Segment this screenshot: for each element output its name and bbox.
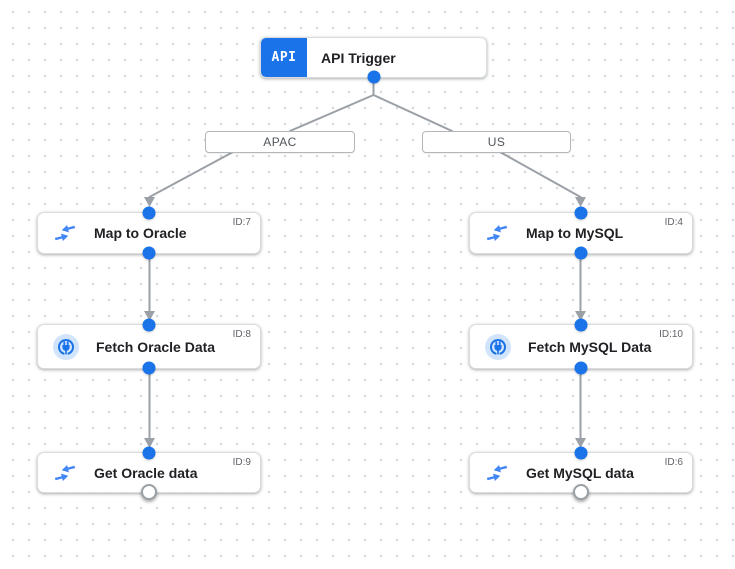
input-port-dot[interactable] <box>574 446 588 460</box>
input-port-dot[interactable] <box>574 318 588 332</box>
node-get-mysql-data[interactable]: ID:6 Get MySQL data <box>469 446 693 500</box>
edge-trigger-fork <box>289 79 453 132</box>
output-port-dot[interactable] <box>142 246 156 260</box>
node-label: Fetch Oracle Data <box>96 338 216 355</box>
node-id-label: ID:9 <box>232 457 251 468</box>
branch-label-text: US <box>487 135 506 149</box>
api-badge-icon: API <box>261 38 307 77</box>
data-mapping-icon <box>53 463 77 483</box>
node-id-label: ID:10 <box>659 329 683 340</box>
node-id-label: ID:7 <box>232 217 251 228</box>
end-port-dot[interactable] <box>141 484 157 500</box>
node-id-label: ID:6 <box>664 457 683 468</box>
connector-plug-icon <box>53 333 79 360</box>
edge-apac-to-map-oracle <box>148 151 234 198</box>
output-port-dot[interactable] <box>574 246 588 260</box>
input-port-dot[interactable] <box>142 206 156 220</box>
node-api-trigger[interactable]: API API Trigger <box>260 37 487 84</box>
input-port-dot[interactable] <box>142 318 156 332</box>
node-id-label: ID:8 <box>232 329 251 340</box>
node-fetch-mysql-data[interactable]: ID:10 Fetch MySQL Data <box>469 318 693 375</box>
end-port-dot[interactable] <box>573 484 589 500</box>
data-mapping-icon <box>485 223 509 243</box>
arrowhead-icons <box>144 197 586 448</box>
node-map-to-oracle[interactable]: ID:7 Map to Oracle <box>37 206 261 260</box>
node-label: Get MySQL data <box>526 464 634 481</box>
output-port-dot[interactable] <box>574 361 588 375</box>
edge-us-to-map-mysql <box>499 151 582 198</box>
data-mapping-icon <box>53 223 77 243</box>
branch-label-apac[interactable]: APAC <box>205 131 355 153</box>
connector-plug-icon <box>485 333 511 360</box>
node-label: API Trigger <box>321 49 396 66</box>
node-get-oracle-data[interactable]: ID:9 Get Oracle data <box>37 446 261 500</box>
branch-label-text: APAC <box>263 135 297 149</box>
node-label: Fetch MySQL Data <box>528 338 652 355</box>
output-port-dot[interactable] <box>142 361 156 375</box>
node-label: Map to MySQL <box>526 225 624 241</box>
input-port-dot[interactable] <box>142 446 156 460</box>
data-mapping-icon <box>485 463 509 483</box>
node-id-label: ID:4 <box>664 217 683 228</box>
output-port-dot[interactable] <box>367 70 380 84</box>
input-port-dot[interactable] <box>574 206 588 220</box>
branch-label-us[interactable]: US <box>422 131 571 153</box>
node-label: Map to Oracle <box>94 225 187 241</box>
node-map-to-mysql[interactable]: ID:4 Map to MySQL <box>469 206 693 260</box>
node-fetch-oracle-data[interactable]: ID:8 Fetch Oracle Data <box>37 318 261 375</box>
node-label: Get Oracle data <box>94 464 198 481</box>
